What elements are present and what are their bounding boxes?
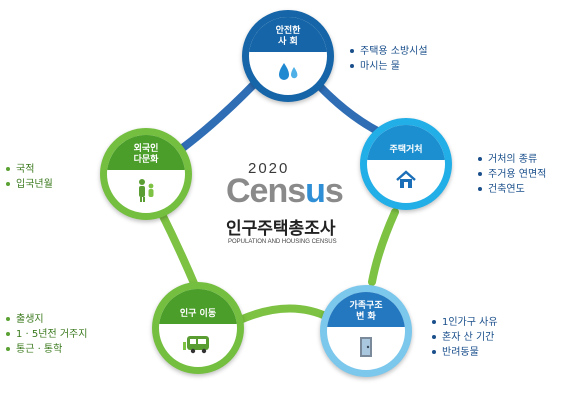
node-migration: 인구 이동 (152, 282, 244, 374)
list-migration: 출생지 1 · 5년전 거주지 통근 · 통학 (6, 312, 87, 357)
list-item: 1 · 5년전 거주지 (6, 327, 87, 342)
list-household: 1인가구 사유 혼자 산 기간 반려동물 (432, 315, 498, 360)
list-safe-society: 주택용 소방시설 마시는 물 (350, 44, 428, 74)
list-housing: 거처의 종류 주거용 연면적 건축연도 (478, 152, 546, 197)
list-item: 국적 (6, 162, 53, 177)
connector-bottom (236, 304, 334, 324)
water-drop-icon (249, 56, 327, 87)
list-item: 주거용 연면적 (478, 167, 546, 182)
list-item: 통근 · 통학 (6, 342, 87, 357)
center-pentagon (208, 100, 375, 265)
node-housing: 주택거처 (360, 118, 452, 210)
door-icon (327, 331, 405, 362)
node-migration-label: 인구 이동 (159, 289, 237, 325)
family-icon (107, 174, 185, 205)
census-logo: Census (226, 172, 344, 210)
census-title-korean: 인구주택총조사 (226, 219, 336, 239)
list-item: 거처의 종류 (478, 152, 546, 167)
list-item: 마시는 물 (350, 59, 428, 74)
list-item: 건축연도 (478, 182, 546, 197)
list-item: 혼자 산 기간 (432, 330, 498, 345)
list-foreigner: 국적 입국년월 (6, 162, 53, 192)
connector-left-bottomleft (156, 206, 200, 292)
connector-right-bottomright (368, 208, 399, 286)
list-item: 주택용 소방시설 (350, 44, 428, 59)
census-year: 2020 (248, 160, 290, 177)
list-item: 입국년월 (6, 177, 53, 192)
node-housing-label: 주택거처 (367, 125, 445, 161)
house-icon (367, 164, 445, 195)
census-title-english: POPULATION AND HOUSING CENSUS (228, 239, 337, 245)
bus-icon (159, 328, 237, 359)
list-item: 1인가구 사유 (432, 315, 498, 330)
connector-top-left (176, 74, 264, 154)
list-item: 반려동물 (432, 345, 498, 360)
list-item: 출생지 (6, 312, 87, 327)
